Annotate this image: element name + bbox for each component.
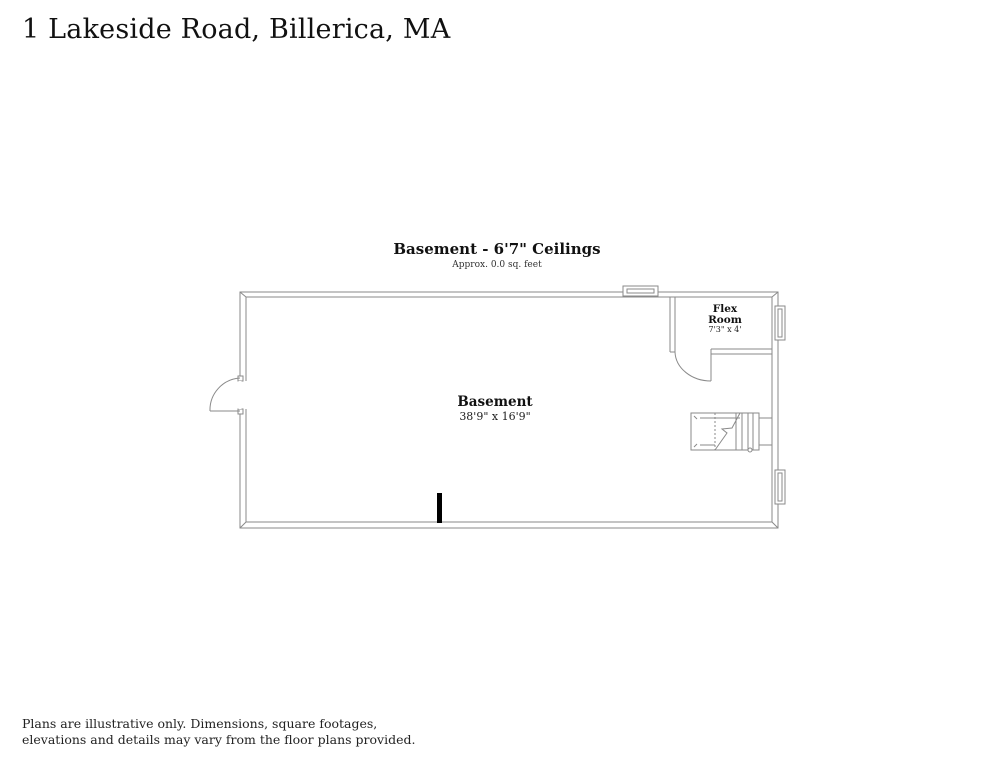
window-top (622, 285, 659, 297)
disclaimer-text: Plans are illustrative only. Dimensions,… (22, 716, 415, 748)
property-address-title: 1 Lakeside Road, Billerica, MA (22, 14, 451, 45)
room-dimensions-basement: 38'9" x 16'9" (459, 410, 531, 423)
disclaimer-line-2: elevations and details may vary from the… (22, 732, 416, 747)
flex-room-door (674, 351, 712, 382)
window-right-lower (774, 469, 786, 505)
staircase (690, 412, 772, 453)
support-post-marker (437, 493, 442, 523)
floor-plan-title: Basement - 6'7" Ceilings (393, 240, 601, 258)
room-label-flex-line1: Flex (712, 303, 738, 315)
flex-room-walls (669, 297, 772, 355)
floor-area-label: Approx. 0.0 sq. feet (452, 260, 542, 270)
room-dimensions-flex: 7'3" x 4' (708, 325, 742, 334)
window-right-upper (774, 305, 786, 341)
room-label-basement: Basement (457, 394, 533, 410)
room-label-flex-line2: Room (708, 314, 742, 326)
disclaimer-line-1: Plans are illustrative only. Dimensions,… (22, 716, 378, 731)
entry-door-left (209, 375, 248, 415)
